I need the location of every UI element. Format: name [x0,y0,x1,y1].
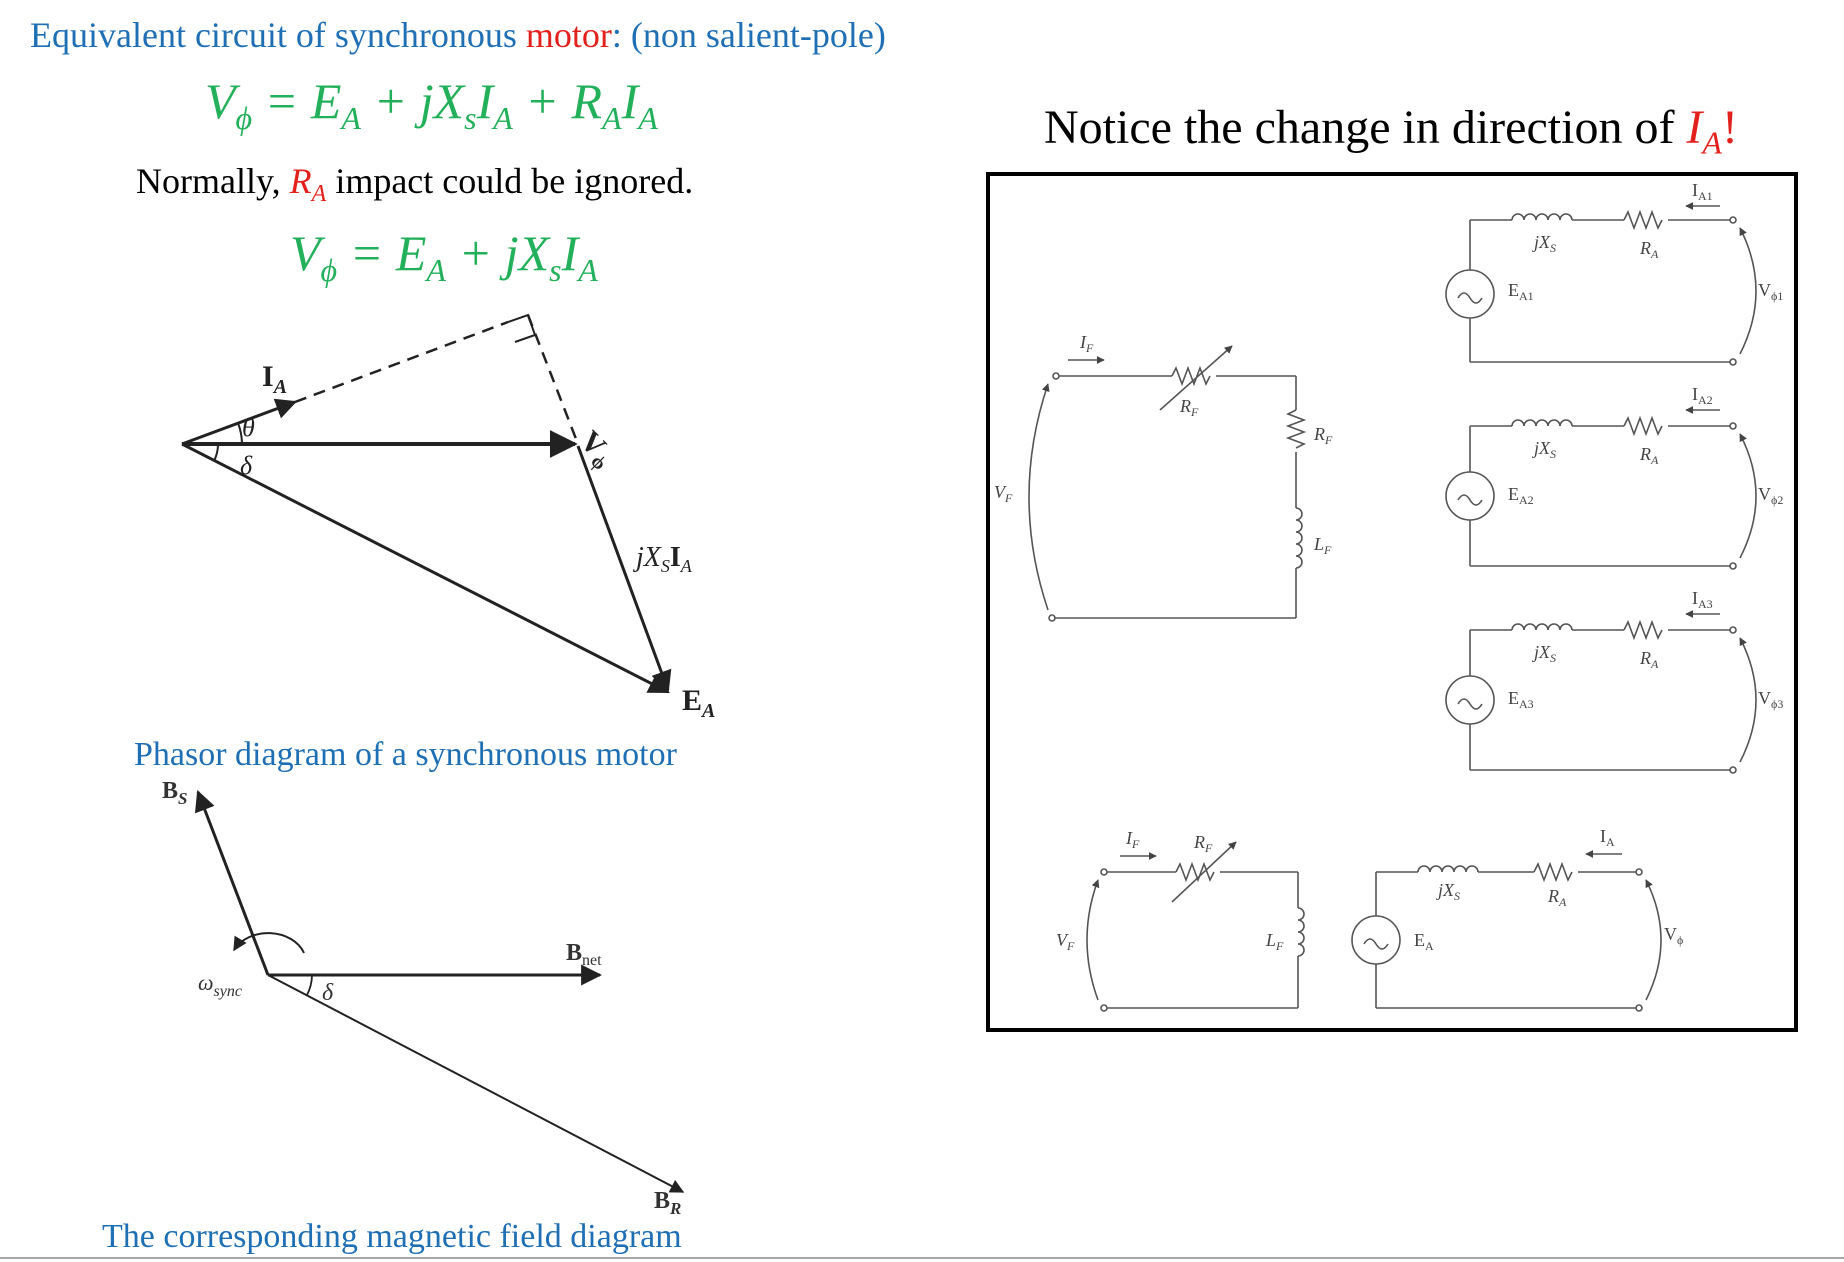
field-labels: BS Bnet BR ωsync δ [162,778,681,1218]
field-caption: The corresponding magnetic field diagram [102,1218,682,1255]
slide-title: Equivalent circuit of synchronous motor:… [30,15,886,55]
bs-vector [194,790,270,976]
ia3-label: IA3 [1692,588,1713,611]
dashed-extension [294,320,509,404]
theta-arc [237,422,243,445]
ia-label: IA [262,360,287,398]
vf-label-bottom: VF [1056,930,1075,953]
ea3-label: EA3 [1508,688,1534,711]
right-angle-mark [507,313,537,343]
field-diagram [194,790,685,1193]
ea2-label: EA2 [1508,484,1534,507]
equation-full: Vϕ = EA + jXsIA + RAIA [205,73,658,136]
bnet-label: Bnet [566,940,602,969]
jxs-label-2: jXS [1532,438,1556,461]
circuit-drawing [1028,202,1757,1012]
jxs-label-3: jXS [1532,642,1556,665]
circuit-labels: IF RF RF LF VF IA1 jXS RA EA1 Vϕ1 IA2 jX… [994,180,1783,953]
ea-label-bottom: EA [1414,930,1434,953]
delta-label: δ [240,451,253,480]
delta-arc [213,443,220,462]
if-label-bottom: IF [1125,828,1140,851]
br-label: BR [654,1188,681,1218]
bs-label: BS [162,778,187,808]
field-delta-arc [306,974,313,996]
armature-branch-3 [1445,610,1757,774]
if-label: IF [1079,332,1094,355]
jxs-label-bottom: jXS [1436,880,1460,903]
armature-circuit-bottom [1351,850,1662,1012]
equation-simplified: Vϕ = EA + jXsIA [290,225,598,288]
ea-label: EA [682,684,715,722]
lf-label-bottom: LF [1265,930,1284,953]
jxsia-label: jXSIA [633,542,693,576]
field-delta-label: δ [322,980,334,1006]
phasor-caption: Phasor diagram of a synchronous motor [134,736,677,773]
rf-label-2: RF [1313,424,1333,447]
rf-label-1: RF [1179,396,1199,419]
jxsia-vector [576,445,672,692]
ra-label-2: RA [1639,444,1659,467]
armature-branch-2 [1445,406,1757,570]
omega-label: ωsync [198,970,242,1000]
omega-arc [233,932,305,954]
ea-vector [181,442,670,694]
vphi-label: Vϕ [571,424,621,474]
circuit-frame [986,172,1798,1032]
ra-label-1: RA [1639,238,1659,261]
ra-label-bottom: RA [1547,886,1567,909]
notice-heading: Notice the change in direction of IA! [1044,101,1738,161]
theta-label: θ [242,413,255,442]
ia2-label: IA2 [1692,384,1713,407]
jxs-label-1: jXS [1532,232,1556,255]
vphi2-label: Vϕ2 [1758,484,1783,507]
br-vector [267,974,685,1193]
phasor-labels: IA θ δ Vϕ jXSIA EA [240,360,715,722]
ia-label-bottom: IA [1600,826,1615,849]
lf-label: LF [1313,534,1332,557]
phasor-diagram [181,313,672,694]
vphi1-label: Vϕ1 [1758,280,1783,303]
dashed-perpendicular [526,314,580,445]
ea1-label: EA1 [1508,280,1534,303]
ra-label-3: RA [1639,648,1659,671]
armature-branch-1 [1445,202,1757,366]
vf-label: VF [994,482,1013,505]
field-circuit-top [1028,345,1307,622]
armature-branches [1445,202,1757,774]
vphi-label-bottom: Vϕ [1664,924,1683,947]
field-circuit-bottom [1086,841,1305,1012]
note-text: Normally, RA impact could be ignored. [136,161,694,208]
rf-label-bottom: RF [1193,832,1213,855]
ia1-label: IA1 [1692,180,1713,203]
vphi3-label: Vϕ3 [1758,688,1783,711]
